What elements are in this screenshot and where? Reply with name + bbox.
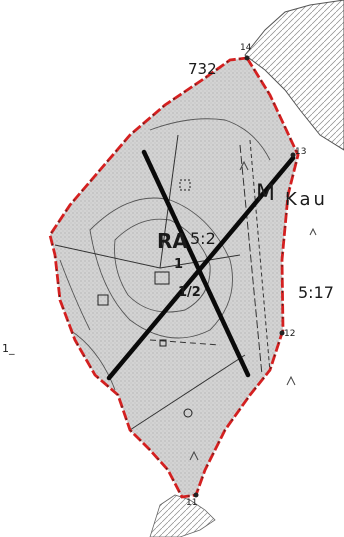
building-markers	[97, 179, 191, 347]
marker-circle	[183, 408, 193, 418]
label-parcel: 5:17	[298, 283, 334, 302]
label-ratio-upper: 5:2	[190, 229, 216, 248]
coastline-hatching	[244, 0, 344, 151]
parcel-area	[50, 58, 298, 497]
label-m-letter: M	[256, 181, 275, 206]
label-point-12: 12	[284, 329, 295, 339]
label-point-14: 14	[240, 43, 252, 53]
label-place-name: Kau	[285, 189, 328, 210]
label-fraction-bottom: 1/2	[178, 285, 201, 300]
survey-lines	[54, 134, 271, 431]
label-ra: RA	[157, 229, 188, 253]
boundary-ink-dots	[49, 57, 299, 498]
coastline-hatching-bottom	[149, 494, 216, 537]
point-markers	[193, 55, 296, 498]
cross-mark	[106, 149, 296, 381]
label-point-13: 13	[295, 147, 306, 157]
label-fraction-top: 1	[174, 257, 183, 272]
terrain-symbols	[189, 160, 317, 461]
cross-line-2	[106, 155, 296, 381]
label-elevation: 732	[188, 60, 217, 78]
cross-line-1	[141, 149, 251, 378]
label-left-mark: 1_	[2, 342, 15, 355]
label-point-11: 11	[186, 498, 197, 508]
